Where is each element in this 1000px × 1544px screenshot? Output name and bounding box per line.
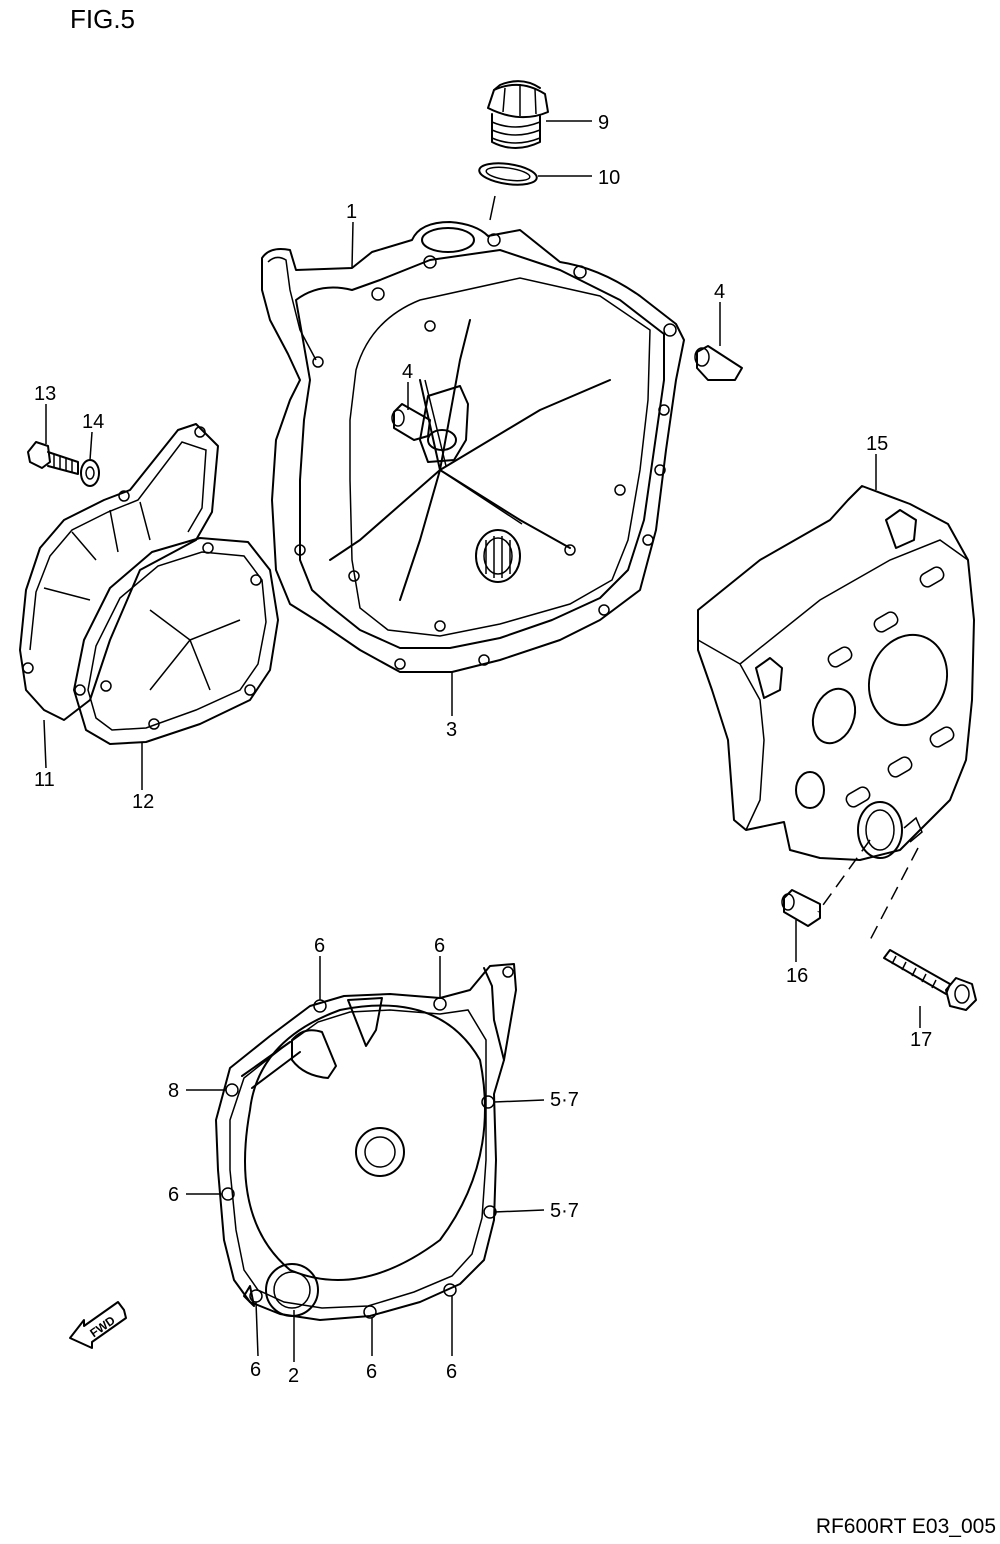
bolt-part-13 [27, 441, 79, 475]
gasket-washer-part-10 [478, 162, 538, 186]
generator-cover-lower [215, 963, 517, 1321]
dowel-pin-part-4-left [391, 403, 431, 441]
washer-part-14 [80, 459, 100, 487]
cover-plate-part-15 [697, 485, 975, 861]
callout-5-7-upper: 5·7 [550, 1089, 579, 1111]
callout-6-top-left: 6 [314, 935, 325, 957]
assembly-line-17 [867, 847, 919, 945]
outer-cover-part-11 [19, 423, 219, 721]
callout-9: 9 [598, 112, 609, 134]
leader-lines [43, 120, 921, 1362]
callout-2: 2 [288, 1365, 299, 1387]
figure-title: FIG.5 [70, 4, 135, 34]
dowel-pin-part-4-right [694, 345, 743, 381]
callout-1: 1 [346, 201, 357, 223]
drawing-code: RF600RT E03_005 [816, 1515, 996, 1538]
callout-17: 17 [910, 1029, 932, 1051]
oil-filler-cap-part-9 [487, 80, 549, 149]
fwd-arrow-icon: FWD [69, 1301, 127, 1349]
gasket-part-12 [73, 537, 279, 745]
assembly-line-16 [817, 839, 871, 913]
callout-6-top-right: 6 [434, 935, 445, 957]
clutch-cover-part-1 [261, 221, 685, 673]
bolt-part-17 [883, 949, 977, 1011]
callout-14: 14 [82, 411, 104, 433]
callout-6-bottom-left: 6 [250, 1359, 261, 1381]
callout-4-left: 4 [402, 361, 413, 383]
callout-15: 15 [866, 433, 888, 455]
callout-16: 16 [786, 965, 808, 987]
callout-4-right: 4 [714, 281, 725, 303]
callout-12: 12 [132, 791, 154, 813]
callout-11: 11 [34, 769, 55, 791]
collar-part-16 [781, 889, 821, 927]
callout-6-bottom-right: 6 [446, 1361, 457, 1383]
callout-13: 13 [34, 383, 56, 405]
callout-5-7-lower: 5·7 [550, 1200, 579, 1222]
callout-8: 8 [168, 1080, 179, 1102]
callout-6-left: 6 [168, 1184, 179, 1206]
callout-3: 3 [446, 719, 457, 741]
fwd-label: FWD [87, 1313, 118, 1340]
callout-6-bottom-mid: 6 [366, 1361, 377, 1383]
callout-10: 10 [598, 167, 620, 189]
